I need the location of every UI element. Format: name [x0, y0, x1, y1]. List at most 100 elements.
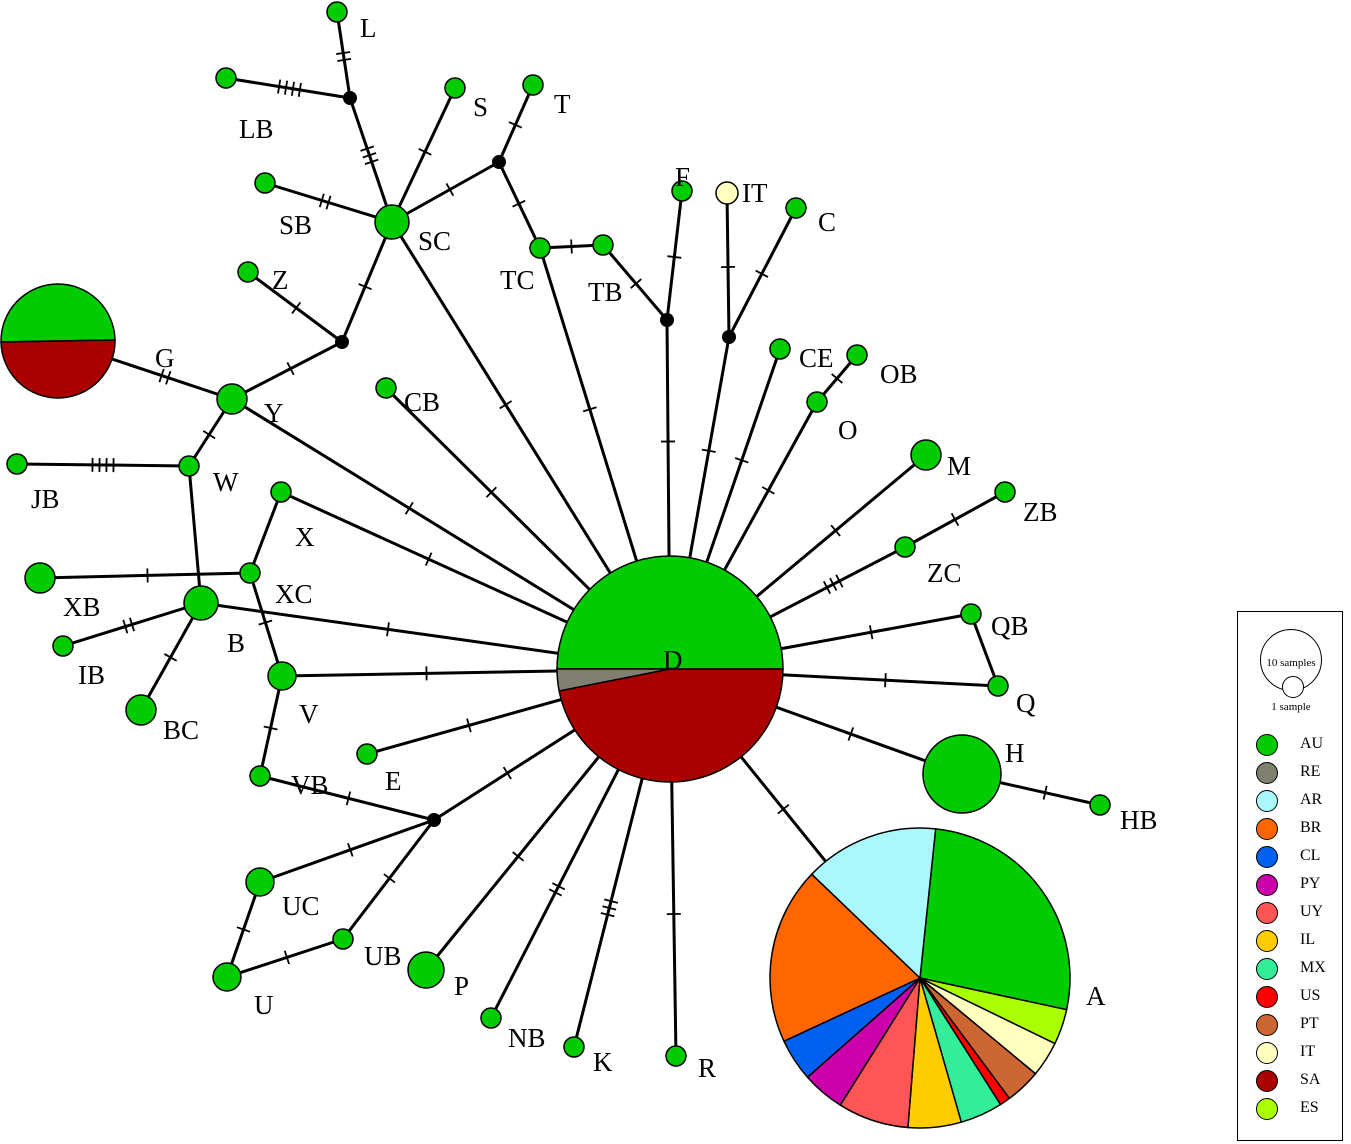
haplotype-node-W	[178, 455, 200, 477]
legend-label: MX	[1300, 959, 1326, 976]
haplotype-label-CB: CB	[404, 387, 440, 417]
mutation-tick	[445, 183, 455, 197]
slice-AU	[270, 481, 292, 503]
slice-BR	[769, 873, 922, 1043]
slice-AU	[846, 344, 868, 366]
legend-label: ES	[1300, 1099, 1319, 1116]
legend-label: US	[1300, 987, 1321, 1004]
slice-AU	[183, 585, 219, 621]
slice-AU	[212, 962, 242, 992]
haplotype-label-K: K	[593, 1047, 613, 1077]
slice-AU	[24, 562, 56, 594]
edge-W-B	[187, 465, 203, 604]
haplotype-label-UC: UC	[282, 891, 320, 921]
haplotype-node-CE	[769, 338, 791, 360]
mutation-tick	[263, 725, 278, 731]
mutation-tick	[502, 766, 512, 780]
edge-mv2-TC	[497, 161, 542, 249]
legend-swatch	[1256, 930, 1278, 952]
slice-AU	[249, 765, 271, 787]
mutation-tick	[158, 368, 165, 383]
haplotype-label-QB: QB	[991, 611, 1029, 641]
slice-AU	[665, 1045, 687, 1067]
slice-AU	[245, 867, 275, 897]
haplotype-label-SB: SB	[279, 210, 312, 240]
legend-swatch	[1256, 1098, 1278, 1120]
haplotype-node-K	[563, 1036, 585, 1058]
legend-label: AU	[1300, 735, 1324, 752]
legend-item-uy: UY	[1238, 900, 1344, 928]
haplotype-label-JB: JB	[31, 484, 60, 514]
mutation-tick	[822, 580, 832, 595]
haplotype-label-L: L	[360, 13, 377, 43]
legend-label: IT	[1300, 1043, 1316, 1060]
edge-B-BC	[139, 602, 203, 711]
mutation-tick	[360, 145, 375, 152]
mutation-tick	[604, 898, 619, 904]
mutation-tick	[347, 842, 354, 857]
slice-AU	[444, 77, 466, 99]
mutation-ticks-layer	[91, 51, 1048, 965]
haplotype-label-O: O	[838, 415, 858, 445]
legend-swatch	[1256, 846, 1278, 868]
slice-IT	[715, 181, 739, 205]
legend-swatch	[1256, 818, 1278, 840]
mutation-tick	[570, 239, 573, 254]
slice-AU	[522, 74, 544, 96]
haplotype-node-VB	[249, 765, 271, 787]
slice-AU	[769, 338, 791, 360]
haplotype-node-CB	[375, 377, 397, 399]
mutation-tick	[358, 283, 372, 291]
haplotype-node-XC	[239, 562, 261, 584]
haplotype-label-Y: Y	[264, 398, 284, 428]
legend-label: BR	[1300, 819, 1322, 836]
haplotype-label-E: E	[385, 766, 402, 796]
haplotype-node-G	[0, 283, 116, 399]
mutation-tick	[829, 577, 838, 591]
slice-AU	[375, 377, 397, 399]
haplotype-node-ZC	[894, 536, 916, 558]
slice-AU	[960, 603, 982, 625]
median-vector-mv3	[335, 335, 349, 349]
mutation-tick	[582, 406, 597, 413]
slice-AU	[556, 555, 784, 670]
haplotype-node-NB	[480, 1007, 502, 1029]
mutation-tick	[345, 791, 352, 806]
haplotype-node-U	[212, 962, 242, 992]
edge-X-XC	[248, 491, 283, 574]
mutation-tick	[277, 79, 282, 94]
mutation-tick	[835, 574, 844, 588]
slice-AU	[592, 234, 614, 256]
slice-AU	[6, 453, 28, 475]
slice-AU	[216, 383, 248, 415]
legend-item-br: BR	[1238, 816, 1344, 844]
mutation-tick	[202, 430, 216, 440]
mutation-tick	[364, 158, 379, 165]
slice-AU	[1089, 794, 1111, 816]
legend-item-py: PY	[1238, 872, 1344, 900]
legend-item-il: IL	[1238, 928, 1344, 956]
haplotype-node-X	[270, 481, 292, 503]
legend-item-sa: SA	[1238, 1068, 1344, 1096]
mutation-tick	[508, 121, 523, 129]
legend-label: CL	[1300, 847, 1321, 864]
haplotype-node-Y	[216, 383, 248, 415]
haplotype-label-G: G	[155, 343, 175, 373]
nodes-layer	[0, 1, 1111, 1129]
haplotype-node-H	[922, 734, 1002, 814]
edge-UC-mv6	[259, 818, 435, 884]
haplotype-node-IB	[52, 635, 74, 657]
legend-swatch	[1256, 874, 1278, 896]
haplotype-node-P	[407, 951, 445, 989]
mutation-tick	[884, 673, 887, 688]
haplotype-node-JB	[6, 453, 28, 475]
mutation-tick	[761, 486, 775, 495]
mutation-tick	[236, 926, 251, 933]
haplotype-node-E	[356, 743, 378, 765]
haplotype-label-TC: TC	[500, 265, 535, 295]
haplotype-label-XB: XB	[63, 592, 101, 622]
haplotype-label-R: R	[698, 1053, 716, 1083]
slice-AU	[332, 928, 354, 950]
legend-swatch	[1256, 958, 1278, 980]
edge-C-mv5	[727, 207, 798, 338]
